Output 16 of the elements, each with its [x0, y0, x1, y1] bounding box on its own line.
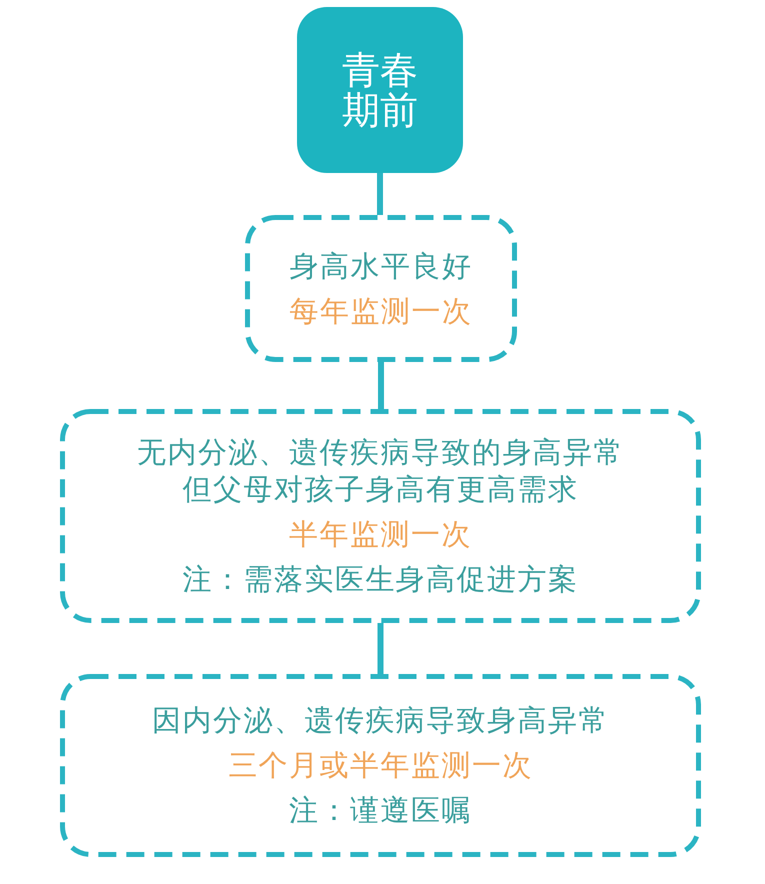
- stage-box: [297, 7, 463, 173]
- connector-line: [378, 623, 384, 674]
- frequency-text: 每年监测一次: [290, 292, 472, 330]
- frequency-text: 三个月或半年监测一次: [228, 747, 533, 784]
- dashed-box: [60, 674, 701, 857]
- connector-line: [378, 362, 384, 409]
- condition-text: 身高水平良好: [290, 248, 472, 284]
- frequency-text: 半年监测一次: [289, 516, 472, 553]
- connector-line: [377, 173, 383, 215]
- condition-text: 因内分泌、遗传疾病导致身高异常: [152, 702, 609, 739]
- note-text: 注：需落实医生身高促进方案: [182, 561, 578, 598]
- dashed-box: [245, 215, 517, 362]
- stage-label: 青春期前: [341, 50, 419, 130]
- condition-text: 无内分泌、遗传疾病导致的身高异常但父母对孩子身高有更高需求: [136, 434, 626, 508]
- note-text: 注：谨遵医嘱: [289, 792, 472, 829]
- dashed-box: [60, 409, 701, 623]
